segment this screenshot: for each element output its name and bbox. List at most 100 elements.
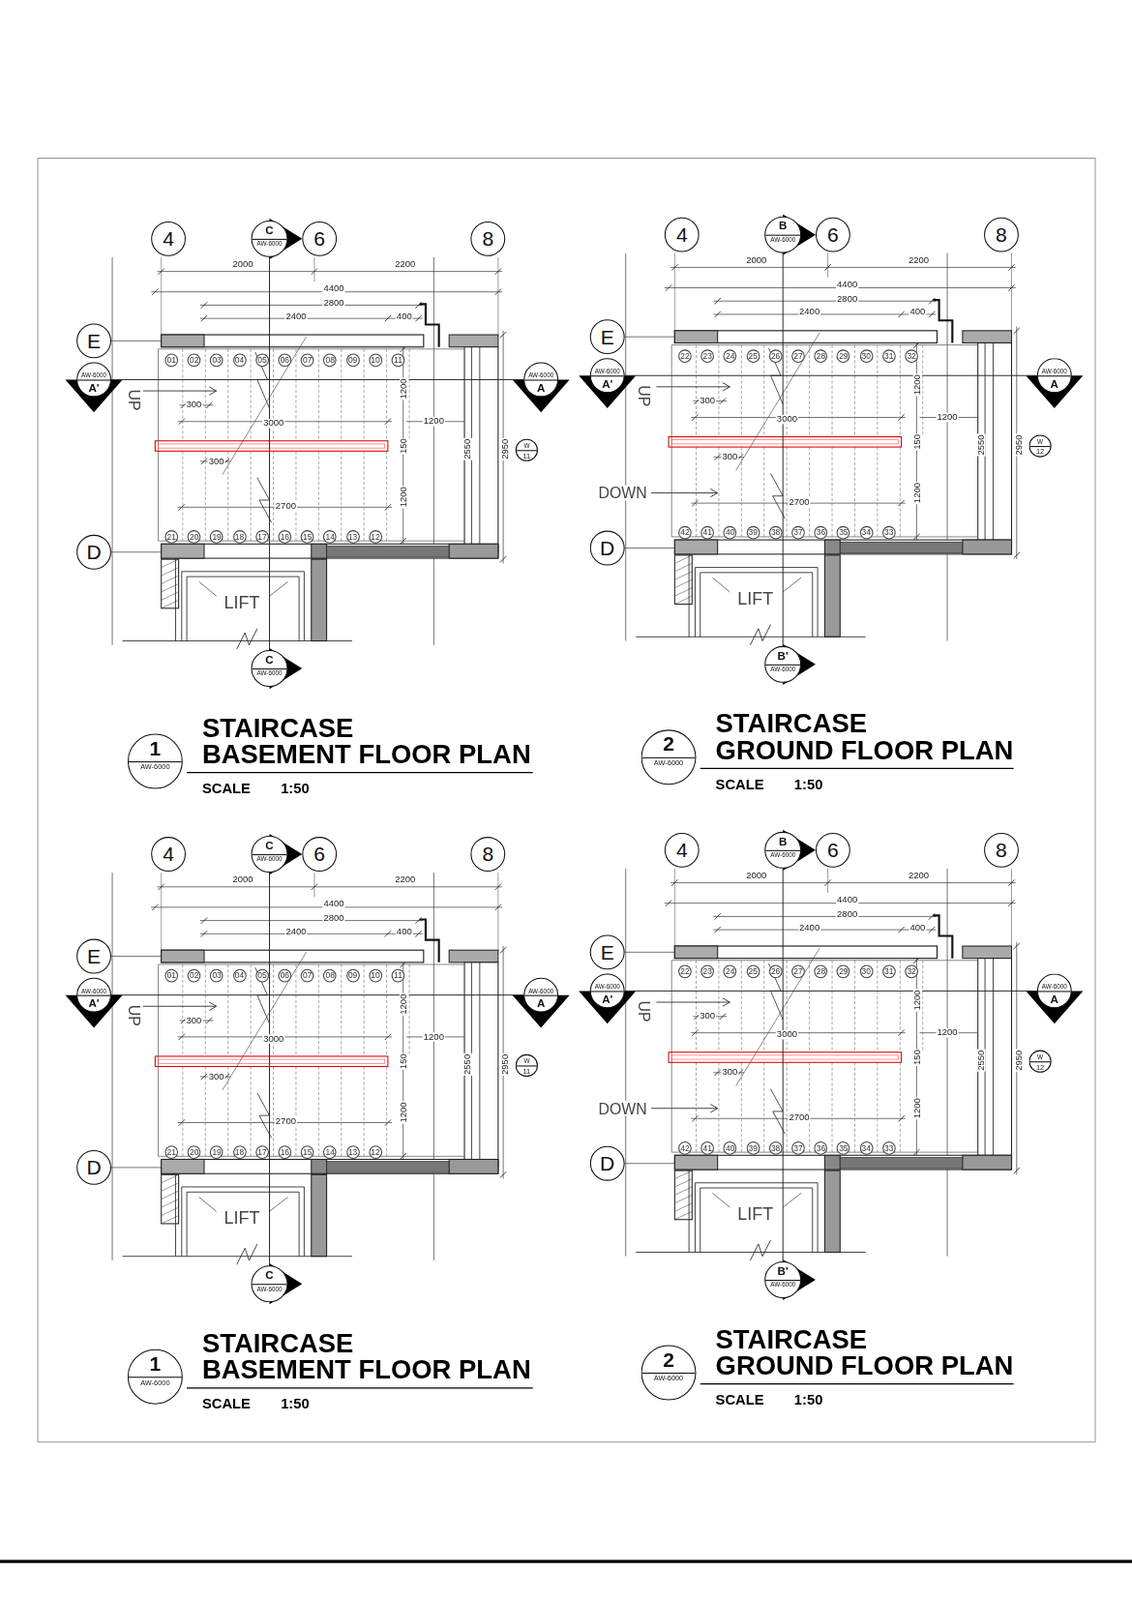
step-number: 10 [368, 354, 383, 368]
dimension: 1200 [399, 993, 409, 1016]
plan-title: STAIRCASE [715, 1325, 867, 1352]
dimension: 2400 [284, 926, 307, 936]
step-number: 15 [300, 530, 315, 544]
marker-letter: B' [777, 650, 789, 662]
lift-diagonal [782, 1192, 802, 1208]
grid-bubble: D [590, 1146, 626, 1182]
step-number: 02 [187, 354, 202, 368]
step-number: 10 [368, 969, 383, 984]
text-holder: D [591, 1147, 625, 1181]
step-number: 40 [723, 1141, 738, 1156]
dimension: 4400 [322, 284, 345, 294]
stair-riser [386, 349, 388, 442]
stair-riser [899, 446, 901, 537]
break-symbol [237, 1244, 258, 1265]
section-cut-line [625, 375, 1038, 377]
dimension: 400 [395, 311, 414, 321]
step-number: 17 [255, 530, 269, 544]
step-number: 22 [678, 965, 692, 980]
wall-notch [419, 920, 440, 963]
hatch-line [161, 567, 179, 576]
extension-line [313, 872, 315, 897]
marker-letter: 1 [148, 738, 161, 759]
wall [674, 330, 937, 344]
section-cut-line [625, 990, 1038, 992]
dimension-tick [824, 879, 831, 886]
text-holder: AW-6000 [1038, 975, 1072, 992]
stair-riser [786, 446, 788, 537]
marker-divider [128, 1376, 182, 1378]
section-marker: AW-6000A [523, 362, 559, 398]
wall [962, 946, 1013, 959]
step-number: 07 [300, 969, 315, 984]
text-holder: 11 [516, 449, 537, 461]
dimension: 2400 [284, 311, 307, 321]
grid-label: 4 [162, 228, 175, 249]
room-label: LIFT [735, 1205, 775, 1223]
dimension-tick [719, 397, 726, 404]
text-holder: AW-6000 [252, 1283, 288, 1302]
sheet-reference: AW-6000 [81, 372, 107, 379]
step-number: 13 [346, 530, 360, 544]
stair-riser [899, 1062, 901, 1153]
wall [161, 334, 205, 348]
stair-edge [671, 959, 979, 961]
step-number: 32 [904, 965, 919, 980]
dimension: 2700 [274, 502, 298, 511]
dimension: 300 [698, 396, 716, 406]
dimension-tick [500, 556, 507, 563]
lift-line [635, 636, 865, 638]
text-holder: W [1030, 435, 1051, 447]
lift-wall [688, 1170, 690, 1252]
dimension-tick [415, 315, 421, 322]
section-marker: BAW-6000 [764, 832, 802, 869]
text-holder: AW-6000 [524, 979, 558, 996]
grid-bubble: 4 [664, 833, 700, 868]
grid-label: D [599, 1153, 615, 1174]
dimension-tick [691, 414, 698, 420]
text-holder: AW-6000 [642, 1372, 696, 1400]
text-holder: 12 [1030, 1061, 1051, 1073]
grid-line [625, 336, 676, 338]
dimension: 2800 [322, 298, 345, 308]
window-tag: W11 [515, 1054, 538, 1077]
stair-riser [295, 349, 297, 442]
stair-riser [205, 1066, 207, 1157]
marker-letter: C [265, 654, 273, 666]
dimension: 300 [720, 1068, 739, 1077]
step-number: 20 [187, 1145, 202, 1160]
dimension: 150 [913, 1048, 923, 1067]
section-marker: B'AW-6000 [764, 1261, 802, 1299]
step-number: 11 [391, 354, 406, 368]
step-number: 26 [769, 349, 783, 363]
step-number: 22 [678, 349, 692, 363]
grid-label: D [86, 541, 101, 563]
step-number: 37 [791, 1141, 805, 1156]
text-holder: AW-6000 [524, 363, 558, 381]
marker-letter: C [265, 839, 273, 852]
step-number: 33 [882, 1141, 896, 1156]
extension-line [497, 872, 499, 953]
sheet-reference: AW-6000 [654, 758, 684, 766]
text-holder: AW-6000 [765, 664, 801, 683]
section-cut-line [268, 257, 270, 651]
lift-wall [311, 559, 328, 641]
dimension-line [713, 916, 936, 918]
grid-label: 6 [827, 839, 839, 861]
direction-arrow [651, 1107, 718, 1109]
dimension-tick [1008, 879, 1014, 886]
section-marker: B' AW-6000 [764, 646, 802, 684]
dimension-tick [897, 414, 904, 420]
dimension: 300 [184, 1015, 203, 1025]
stair-riser [295, 450, 297, 541]
dimension-tick [495, 904, 502, 911]
grid-label: 4 [162, 843, 175, 864]
break-line [736, 332, 821, 471]
text-holder: B' [765, 647, 801, 665]
dimension-tick [714, 453, 721, 460]
drawing-reference: 2AW-6000 [641, 729, 697, 785]
grid-line [111, 340, 162, 342]
stair-riser [695, 1062, 697, 1153]
text-holder: 1 [128, 735, 182, 762]
text-holder: 8 [984, 834, 1018, 867]
